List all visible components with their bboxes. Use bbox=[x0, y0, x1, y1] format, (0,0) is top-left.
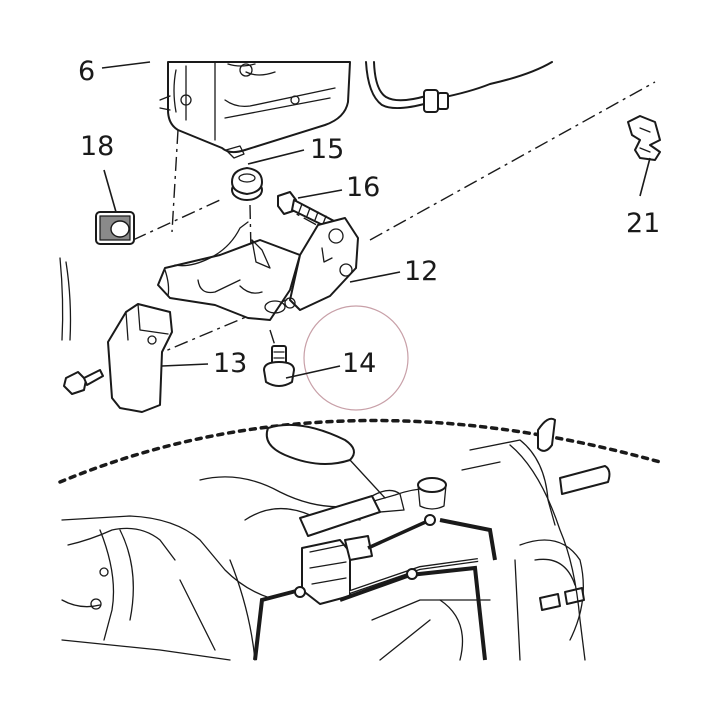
grommet-15 bbox=[231, 167, 263, 201]
callout-12: 12 bbox=[404, 256, 438, 287]
callout-18: 18 bbox=[80, 131, 114, 162]
callout-14: 14 bbox=[342, 348, 376, 379]
bolt-13-fastener bbox=[63, 369, 104, 395]
guard-plate-13 bbox=[107, 303, 173, 413]
highlight-circle bbox=[303, 305, 409, 411]
bracket-12 bbox=[157, 217, 359, 321]
callout-labels: 6 15 16 18 12 13 14 21 bbox=[78, 56, 660, 379]
stud-14 bbox=[263, 345, 295, 387]
brake-pipe bbox=[365, 61, 553, 113]
leader-lines bbox=[101, 61, 651, 379]
callout-21: 21 bbox=[626, 208, 660, 239]
rubber-mount-18 bbox=[95, 211, 135, 245]
detail-boundary bbox=[58, 418, 662, 484]
body-contour-lines bbox=[59, 257, 72, 341]
motorcycle-overview bbox=[61, 417, 611, 661]
callout-6: 6 bbox=[78, 56, 95, 87]
abs-control-unit bbox=[159, 61, 351, 159]
callout-13: 13 bbox=[213, 348, 247, 379]
callout-16: 16 bbox=[346, 172, 380, 203]
clip-21 bbox=[627, 115, 661, 161]
callout-15: 15 bbox=[310, 134, 344, 165]
